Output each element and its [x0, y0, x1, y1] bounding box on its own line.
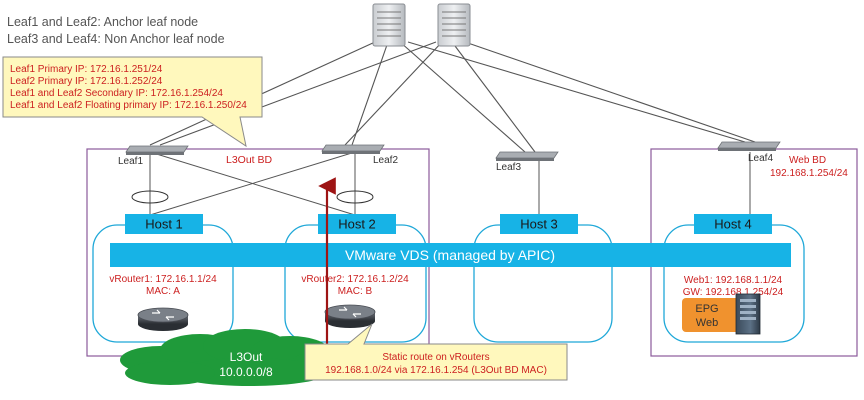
host3-box [473, 224, 613, 343]
web-bd-label-1: Web BD [789, 155, 826, 166]
ip-callout-line-4: Leaf1 and Leaf2 Floating primary IP: 172… [10, 100, 247, 111]
leaf4-label: Leaf4 [748, 153, 773, 164]
epg-label-1: EPG [695, 303, 718, 315]
l3out-cloud-label-2: 10.0.0.0/8 [219, 365, 273, 379]
leaf4-switch-icon [717, 141, 781, 151]
web-bd-label-2: 192.168.1.254/24 [770, 168, 848, 179]
ip-callout-line-1: Leaf1 Primary IP: 172.16.1.251/24 [10, 64, 163, 75]
router-1-icon [137, 307, 189, 331]
legend-line-1: Leaf1 and Leaf2: Anchor leaf node [7, 15, 198, 29]
vrouter1-ip: vRouter1: 172.16.1.1/24 [109, 274, 217, 285]
web1-ip: Web1: 192.168.1.1/24 [684, 275, 783, 286]
ip-callout-box [2, 56, 263, 148]
server-rack-icon [735, 293, 761, 335]
router-2-icon [324, 304, 376, 328]
vpc-loop-host2 [336, 190, 374, 204]
spine-leaf-links [149, 41, 756, 153]
host1-label: Host 1 [145, 217, 183, 232]
leaf2-switch-icon [321, 144, 385, 154]
host4-tab [694, 214, 772, 234]
host2-label: Host 2 [338, 217, 376, 232]
vrouter1-mac: MAC: A [146, 286, 180, 297]
ip-callout-line-3: Leaf1 and Leaf2 Secondary IP: 172.16.1.2… [10, 88, 223, 99]
epg-label-2: Web [696, 317, 718, 329]
host3-label: Host 3 [520, 217, 558, 232]
leaf1-switch-icon [125, 145, 189, 155]
static-route-line-2: 192.168.1.0/24 via 172.16.1.254 (L3Out B… [325, 365, 547, 376]
vrouter2-mac: MAC: B [338, 286, 373, 297]
l3out-cloud-label-1: L3Out [230, 350, 263, 364]
spine-switch-1-icon [372, 3, 406, 47]
vrouter2-ip: vRouter2: 172.16.1.2/24 [301, 274, 409, 285]
leaf1-label: Leaf1 [118, 156, 143, 167]
spine-switch-2-icon [437, 3, 471, 47]
static-route-line-1: Static route on vRouters [382, 352, 489, 363]
l3out-bd-label: L3Out BD [226, 154, 273, 166]
web1-gw: GW: 192.168.1.254/24 [683, 287, 784, 298]
leaf-host-links [149, 151, 751, 216]
legend-line-2: Leaf3 and Leaf4: Non Anchor leaf node [7, 32, 225, 46]
leaf3-label: Leaf3 [496, 162, 521, 173]
host1-tab [125, 214, 203, 234]
leaf2-label: Leaf2 [373, 155, 398, 166]
vds-label: VMware VDS (managed by APIC) [345, 247, 555, 263]
static-route-callout-box [304, 323, 568, 381]
host2-tab [318, 214, 396, 234]
ip-callout-line-2: Leaf2 Primary IP: 172.16.1.252/24 [10, 76, 163, 87]
leaf3-switch-icon [495, 151, 559, 161]
host3-tab [500, 214, 578, 234]
vpc-loop-host1 [131, 190, 169, 204]
vds-bar [110, 243, 791, 267]
host4-label: Host 4 [714, 217, 752, 232]
